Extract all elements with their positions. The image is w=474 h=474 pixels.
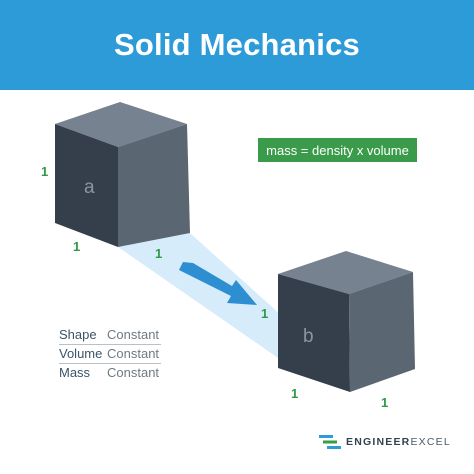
cube-b-depth-label: 1 <box>381 395 389 410</box>
brand-wordmark: ENGINEEREXCEL <box>346 436 451 448</box>
cube-a-side-face <box>118 124 190 247</box>
cube-b-side-face <box>349 272 415 392</box>
cube-a-top-face <box>55 102 187 147</box>
property-row: Volume Constant <box>59 345 161 364</box>
properties-table: Shape Constant Volume Constant Mass Cons… <box>59 326 161 382</box>
transfer-beam <box>118 233 282 360</box>
title-banner: Solid Mechanics <box>0 0 474 90</box>
direction-arrow-icon <box>179 262 257 305</box>
engineerexcel-logo-icon <box>319 435 341 449</box>
mass-formula-box: mass = density x volume <box>258 138 417 162</box>
brand-wordmark-bold: ENGINEER <box>346 436 411 448</box>
cube-a-width-label: 1 <box>73 239 81 254</box>
cube-a-height-label: 1 <box>41 164 49 179</box>
cube-a-depth-label: 1 <box>155 246 163 261</box>
cube-b: b <box>278 251 415 392</box>
cube-b-front-face <box>278 274 350 392</box>
cube-a: a <box>55 102 190 247</box>
cube-a-label: a <box>84 177 95 198</box>
property-name: Shape <box>59 327 97 342</box>
cube-a-front-face <box>55 124 118 247</box>
property-row: Mass Constant <box>59 364 161 382</box>
page-title: Solid Mechanics <box>114 27 360 62</box>
brand-wordmark-light: EXCEL <box>410 436 451 448</box>
property-value: Constant <box>107 346 160 361</box>
property-row: Shape Constant <box>59 326 161 345</box>
property-value: Constant <box>107 327 160 342</box>
brand-footer: ENGINEEREXCEL <box>319 434 451 450</box>
cube-b-top-face <box>278 251 413 294</box>
property-name: Volume <box>59 346 103 361</box>
property-value: Constant <box>107 365 160 380</box>
property-name: Mass <box>59 365 91 380</box>
cube-b-height-label: 1 <box>261 306 269 321</box>
cube-b-width-label: 1 <box>291 386 299 401</box>
cube-b-label: b <box>303 326 314 347</box>
